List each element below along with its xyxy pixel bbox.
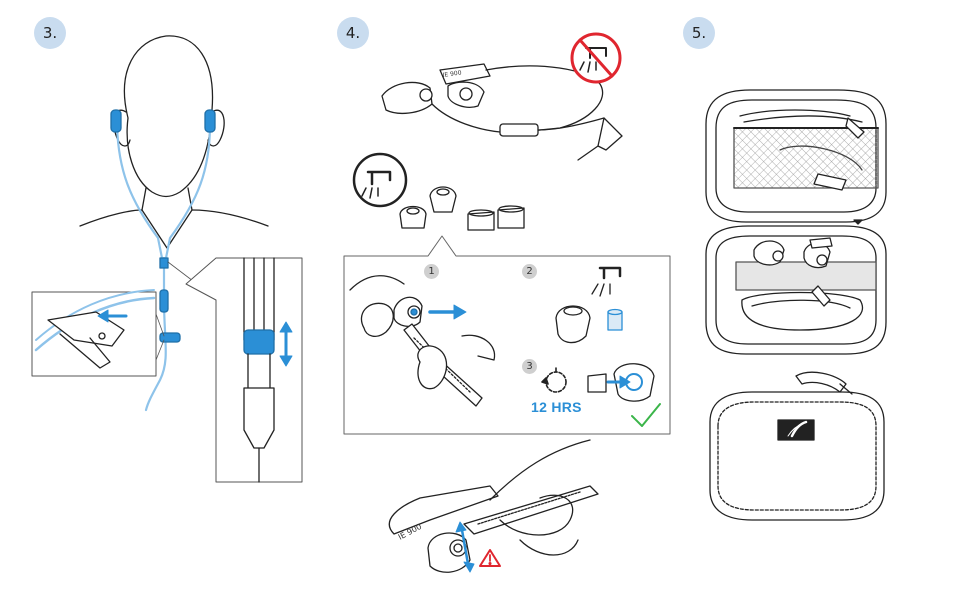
step-3-badge: 3. (34, 17, 66, 49)
wearing-illustration (32, 36, 302, 482)
drying-time-label: 12 HRS (531, 399, 582, 415)
brand-logo-icon (778, 420, 814, 440)
step-4-badge: 4. (337, 17, 369, 49)
warning-icon (480, 550, 500, 566)
cleaning-steps-callout (344, 236, 670, 434)
clip-on-garment (36, 290, 154, 368)
closed-case (710, 392, 884, 520)
cleaning-illustration (344, 34, 670, 572)
no-water-icon (572, 34, 620, 82)
shoulders (80, 210, 268, 226)
substep-1-badge: 1 (424, 264, 439, 279)
substep-3-badge: 3 (522, 359, 537, 374)
substep-2-badge: 2 (522, 264, 537, 279)
head-outline (124, 36, 212, 197)
strap (736, 262, 876, 290)
neck (142, 188, 192, 210)
ear-tips (400, 187, 524, 230)
step-5-badge: 5. (683, 17, 715, 49)
right-earphone (205, 110, 215, 132)
cable-split (160, 290, 168, 312)
cable-slider (160, 258, 168, 268)
storage-case-illustration (706, 90, 886, 520)
water-tap-icon (354, 154, 406, 206)
left-earphone (111, 110, 121, 132)
nozzle-cleaning-illustration (389, 440, 598, 572)
